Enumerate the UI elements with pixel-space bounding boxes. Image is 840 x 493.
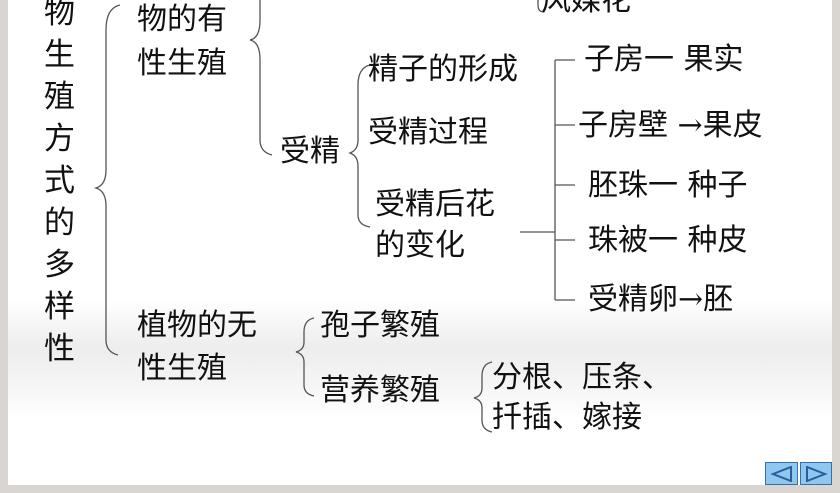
sperm-formation-label: 精子的形成 [368,52,518,87]
next-slide-button[interactable] [800,462,832,485]
sexual-brace [249,0,273,156]
sexual-label-1: 物的有 [137,2,227,37]
vegetative-methods-2: 扦插、嫁接 [492,400,642,435]
change-item: 受精卵→胚 [588,282,734,317]
spore-reproduction-label: 孢子繁殖 [320,308,440,343]
asexual-brace [295,317,315,397]
fertilization-label: 受精 [280,134,340,169]
wind-pollinated-label: 风媒花 [541,0,631,18]
vegetative-reproduction-label: 营养繁殖 [320,373,440,408]
asexual-label-1: 植物的无 [137,308,257,343]
after-fertilization-label-1: 受精后花 [375,187,495,222]
triangle-right-icon [806,466,828,482]
vegetative-methods-1: 分根、压条、 [492,360,672,395]
main-brace [93,4,121,356]
change-item: 胚珠一 种子 [588,168,748,203]
fertilization-brace [348,64,371,228]
change-connector [520,59,575,301]
change-item: 子房一 果实 [584,42,744,77]
brace-lines [93,0,575,433]
asexual-label-2: 性生殖 [137,351,227,386]
slide: 物生殖方式的多样性 物的有 性生殖 风媒花 受精 精子的形成 受精过程 受精后花… [8,0,832,485]
sexual-label-2: 性生殖 [137,46,227,81]
wind-brace [537,0,545,13]
triangle-left-icon [769,466,792,482]
skyline-background [8,300,832,420]
change-item: 子房壁 →果皮 [578,108,763,143]
change-item: 珠被一 种皮 [588,223,748,258]
after-fertilization-label-2: 的变化 [375,228,465,263]
fertilization-process-label: 受精过程 [368,115,488,150]
vegetative-brace [473,361,493,433]
main-topic-vertical: 物生殖方式的多样性 [44,0,75,367]
prev-slide-button[interactable] [765,462,798,485]
